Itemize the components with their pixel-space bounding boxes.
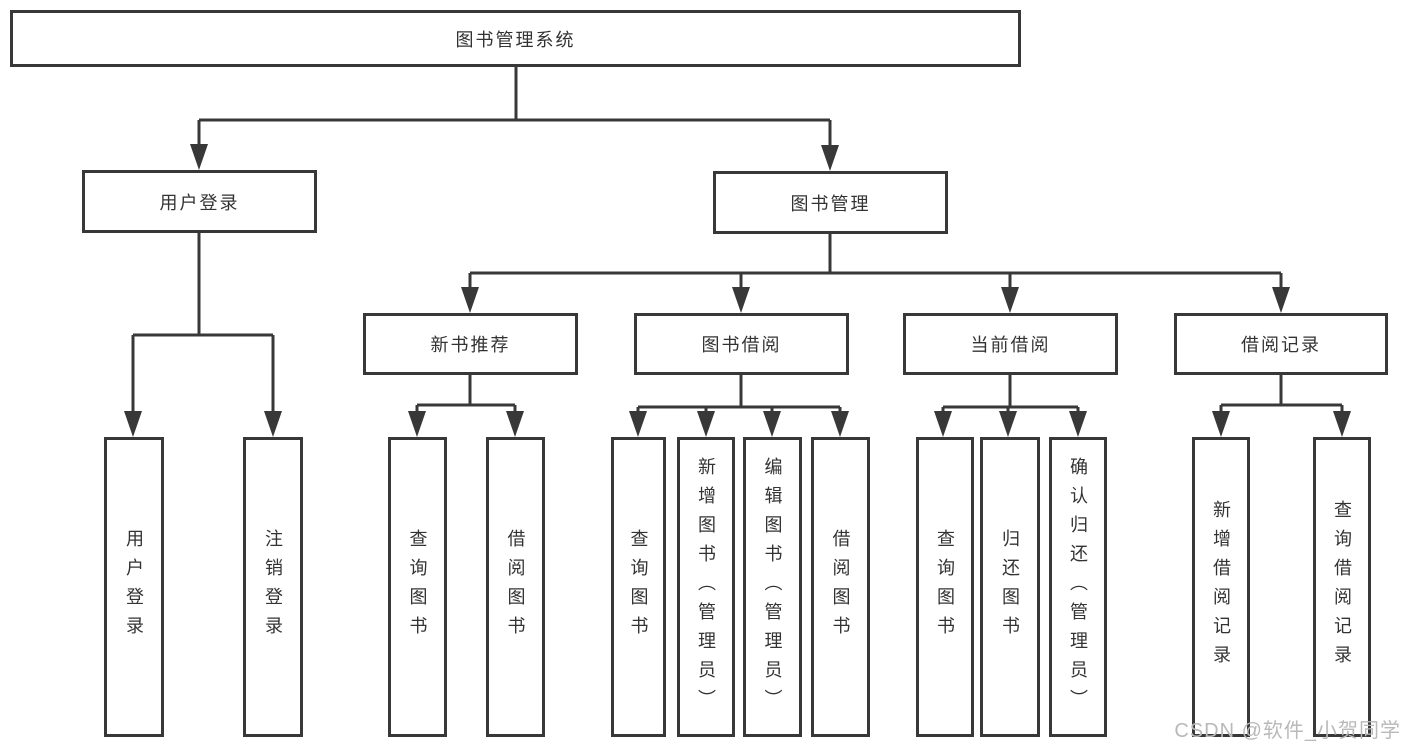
leaf-return-books: 归还图书 <box>980 437 1040 737</box>
leaf-recommend-borrow-books: 借阅图书 <box>486 437 545 737</box>
node-book-management: 图书管理 <box>713 171 948 234</box>
leaf-add-borrow-record: 新增借阅记录 <box>1192 437 1250 737</box>
node-new-book-recommend: 新书推荐 <box>363 313 578 375</box>
leaf-query-borrow-record: 查询借阅记录 <box>1313 437 1371 737</box>
leaf-confirm-return-admin: 确认归还（管理员） <box>1049 437 1107 737</box>
node-book-borrowing: 图书借阅 <box>634 313 849 375</box>
leaf-borrowing-query-books: 查询图书 <box>611 437 666 737</box>
leaf-logout: 注销登录 <box>243 437 303 737</box>
leaf-user-login: 用户登录 <box>104 437 164 737</box>
csdn-watermark: CSDN @软件_小贺同学 <box>1174 720 1401 742</box>
leaf-borrowing-borrow-books: 借阅图书 <box>811 437 870 737</box>
leaf-add-books-admin: 新增图书（管理员） <box>677 437 735 737</box>
node-root-system: 图书管理系统 <box>10 10 1021 67</box>
node-user-login: 用户登录 <box>82 170 317 233</box>
leaf-current-query-books: 查询图书 <box>916 437 974 737</box>
leaf-edit-books-admin: 编辑图书（管理员） <box>743 437 802 737</box>
node-borrowing-records: 借阅记录 <box>1174 313 1388 375</box>
node-current-borrowing: 当前借阅 <box>903 313 1118 375</box>
leaf-recommend-query-books: 查询图书 <box>388 437 447 737</box>
